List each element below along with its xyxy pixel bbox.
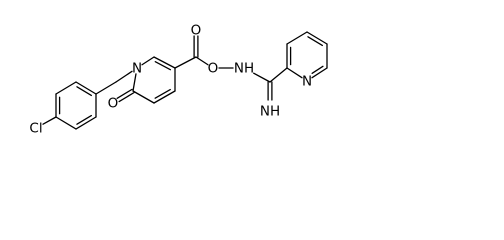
bond-c4-c5-inner: [154, 88, 171, 99]
atom-imine: NH: [260, 104, 280, 120]
bond-b6-b1: [55, 116, 77, 130]
bond-p3-p4: [306, 31, 328, 45]
bond-c3-cc: [174, 56, 197, 69]
atom-o-carbonyl: O: [191, 23, 202, 39]
bond-ch2-n1: [115, 70, 133, 83]
bond-ci-p1: [269, 67, 288, 83]
bond-nh-ci: [253, 72, 271, 83]
bond-c6-o6-b: [118, 91, 135, 103]
bond-c6-n1: [132, 73, 137, 92]
bond-c6-o6-a: [116, 88, 133, 99]
bond-n1-c2: [141, 56, 155, 66]
bond-c2-c3: [153, 56, 176, 69]
bond-p2-p3: [286, 31, 308, 45]
atom-cl: Cl: [29, 121, 42, 137]
bond-p5-pn: [311, 67, 328, 79]
atom-o-ester: O: [208, 61, 219, 77]
bond-b2-b3: [55, 81, 77, 95]
bond-b3-b4-inner: [76, 86, 92, 97]
bond-c2-c3-inner: [154, 61, 172, 71]
bonds: [42, 31, 328, 130]
molecule-structure: Cl N O O O NH NH N: [29, 23, 328, 137]
bond-b5-b6-inner: [76, 114, 92, 125]
atom-o6: O: [108, 96, 119, 112]
bond-b3-b4: [75, 81, 97, 95]
bond-cl-b1: [42, 116, 57, 125]
bond-b4-ch2: [95, 81, 117, 95]
bond-cc-oe: [195, 56, 209, 66]
bond-c4-c5: [153, 90, 176, 104]
bond-pn-p1: [286, 67, 303, 79]
atom-n1: N: [132, 61, 142, 77]
bond-p5-pn-inner: [311, 65, 324, 74]
atom-n-py: N: [302, 74, 312, 90]
bond-b5-b6: [75, 116, 97, 130]
atom-nh: NH: [234, 61, 254, 77]
bond-p3-p4-inner: [307, 36, 323, 47]
atom-labels: Cl N O O O NH NH N: [29, 23, 312, 137]
bond-c5-c6: [132, 90, 155, 104]
